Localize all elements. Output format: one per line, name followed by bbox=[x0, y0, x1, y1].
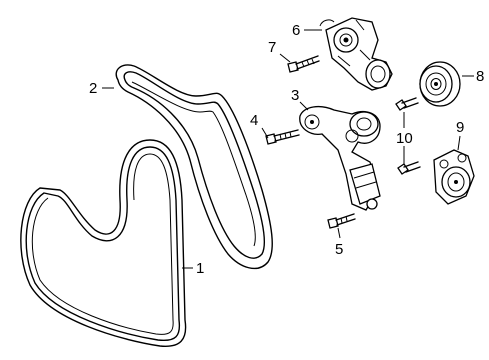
part-7-bolt bbox=[287, 55, 320, 73]
part-9-idler-pulley-bracket bbox=[433, 149, 475, 205]
part-1-drive-belt bbox=[20, 139, 187, 347]
part-3-tensioner-assembly bbox=[299, 105, 381, 211]
callout-5: 5 bbox=[335, 241, 343, 258]
part-10-bolts bbox=[395, 97, 421, 175]
callout-1: 1 bbox=[196, 260, 204, 277]
callout-4: 4 bbox=[250, 112, 258, 129]
part-6-belt-tensioner bbox=[319, 17, 393, 91]
callout-10: 10 bbox=[396, 130, 413, 147]
callout-8: 8 bbox=[476, 68, 484, 85]
part-2-accessory-belt bbox=[115, 64, 273, 270]
callout-labels: 1 2 3 4 5 6 7 8 9 10 bbox=[89, 22, 484, 277]
callout-6: 6 bbox=[292, 22, 300, 39]
part-8-idler-pulley bbox=[419, 61, 461, 107]
callout-3: 3 bbox=[291, 87, 299, 104]
callout-2: 2 bbox=[89, 80, 97, 97]
part-5-bolt bbox=[327, 213, 356, 229]
part-4-bolt bbox=[265, 129, 300, 145]
callout-7: 7 bbox=[268, 39, 276, 56]
callout-9: 9 bbox=[456, 119, 464, 136]
callout-leaders bbox=[102, 29, 474, 269]
